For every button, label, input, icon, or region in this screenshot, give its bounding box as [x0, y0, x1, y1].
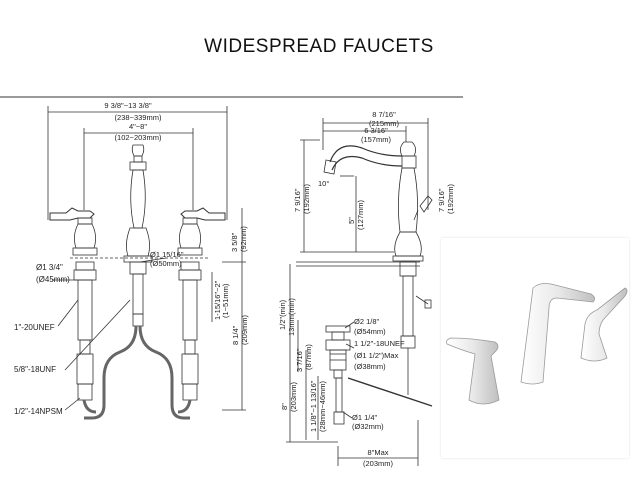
front-nut-mm: (Ø50mm) — [150, 259, 182, 268]
front-center-label: 4"~8" — [129, 122, 147, 131]
front-width-label: 9 3/8"~13 3/8" — [104, 101, 152, 110]
front-flange-mm: (Ø45mm) — [36, 275, 70, 284]
callout-5-8-18unf: 5/8"-18UNF — [14, 365, 56, 374]
side-total-label: 8" — [280, 403, 289, 410]
callout-1-2-14npsm: 1/2"-14NPSM — [14, 407, 63, 416]
side-w1-mm: (215mm) — [369, 119, 400, 128]
front-thread-len-mm: (1~51mm) — [221, 283, 230, 318]
front-flange-label: Ø1 3/4" — [36, 263, 63, 272]
product-photo — [441, 238, 629, 458]
side-bottom-label: 8"Max — [367, 448, 388, 457]
side-deck-mm: 13mm(min) — [287, 298, 296, 336]
side-range-label: 1 1/8"~1 13/16" — [309, 380, 318, 432]
side-d1-label: 3 7/16" — [295, 348, 304, 372]
side-h-left-mm: (192mm) — [302, 183, 311, 214]
faucet-render — [446, 283, 628, 405]
title-divider — [0, 96, 463, 98]
front-total-len-mm: (209mm) — [240, 314, 249, 345]
front-width-mm: (238~339mm) — [115, 113, 162, 122]
front-center-mm: (102~203mm) — [115, 133, 162, 142]
side-w2-label: 6 3/16" — [364, 126, 388, 135]
side-drain-flange-label: Ø2 1/8" — [354, 317, 380, 326]
side-thread-mm: (Ø38mm) — [354, 362, 386, 371]
side-drain-flange-mm: (Ø54mm) — [354, 327, 386, 336]
side-w1-label: 8 7/16" — [372, 110, 396, 119]
front-total-len-label: 8 1/4" — [231, 325, 240, 345]
side-bottom-mm: (203mm) — [363, 459, 394, 468]
side-thread-max-label: (Ø1 1/2")Max — [354, 351, 399, 360]
side-h-right-label: 7 9/16" — [437, 188, 446, 212]
side-total-mm: (203mm) — [289, 381, 298, 412]
side-h-left-label: 7 9/16" — [293, 188, 302, 212]
side-tail-label: Ø1 1/4" — [352, 413, 378, 422]
side-spout-h-label: 5" — [347, 217, 356, 224]
side-d1-mm: (87mm) — [304, 344, 313, 370]
side-w2-mm: (157mm) — [361, 135, 392, 144]
side-thread-label: 1 1/2"-18UNEF — [354, 339, 405, 348]
front-spout-height-label: 3 5/8" — [230, 232, 239, 252]
side-h-right-mm: (192mm) — [446, 183, 455, 214]
page-title: WIDESPREAD FAUCETS — [204, 36, 434, 57]
front-thread-len-label: 1-15/16"~2" — [213, 280, 222, 320]
side-tail-mm: (Ø32mm) — [352, 422, 384, 431]
side-spout-h-mm: (127mm) — [356, 199, 365, 230]
callout-1-20unef: 1"-20UNEF — [14, 323, 55, 332]
side-angle: 10° — [318, 179, 329, 188]
front-nut-label: Ø1 15/16" — [150, 250, 184, 259]
side-range-mm: (28mm~46mm) — [318, 380, 327, 432]
front-spout-height-mm: (92mm) — [239, 226, 248, 252]
side-deck-label: 1/2"(min) — [278, 299, 287, 330]
